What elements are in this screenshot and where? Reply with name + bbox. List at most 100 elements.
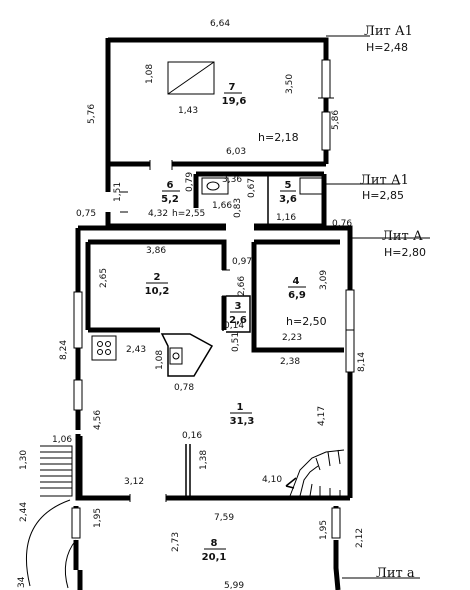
window <box>73 291 83 349</box>
wc-fixture <box>201 177 229 195</box>
svg-text:0,67: 0,67 <box>247 178 257 198</box>
svg-text:3,86: 3,86 <box>146 246 166 256</box>
svg-text:0,76: 0,76 <box>332 219 352 229</box>
svg-text:3: 3 <box>235 301 242 312</box>
room-3-label: 3 2,6 <box>229 301 247 326</box>
svg-text:8: 8 <box>211 538 218 549</box>
svg-text:0,83: 0,83 <box>233 198 243 218</box>
window <box>73 379 83 411</box>
room-4-label: 4 6,9 h=2,50 <box>286 276 327 328</box>
svg-text:6,03: 6,03 <box>226 147 246 157</box>
svg-text:2,23: 2,23 <box>282 333 302 343</box>
svg-text:2,43: 2,43 <box>126 345 146 355</box>
svg-text:6,64: 6,64 <box>210 19 230 29</box>
svg-text:4,10: 4,10 <box>262 475 282 485</box>
svg-text:0,16: 0,16 <box>182 431 202 441</box>
wc-bowl <box>206 181 220 191</box>
svg-text:3,36: 3,36 <box>222 175 242 185</box>
room-1-label: 1 31,3 <box>230 402 255 427</box>
svg-text:0,97: 0,97 <box>232 257 252 267</box>
svg-text:7,59: 7,59 <box>214 513 234 523</box>
svg-text:6: 6 <box>167 180 174 191</box>
ceiling-height-label: h=2,55 <box>172 209 205 219</box>
small-fixture <box>169 347 183 365</box>
svg-text:1,30: 1,30 <box>19 450 29 470</box>
lit-label: Лит А1 <box>360 173 409 188</box>
svg-text:0,14: 0,14 <box>224 321 244 331</box>
svg-text:0,79: 0,79 <box>185 172 195 192</box>
svg-text:1,08: 1,08 <box>145 64 155 84</box>
svg-text:h=2,50: h=2,50 <box>286 315 327 328</box>
svg-text:2,44: 2,44 <box>19 502 29 522</box>
veranda-arc <box>26 499 71 587</box>
veranda-arc-inner <box>64 539 77 589</box>
external-stairs <box>40 445 73 497</box>
window <box>71 507 81 539</box>
stairs <box>289 449 345 497</box>
svg-text:4: 4 <box>293 276 300 287</box>
svg-text:2,66: 2,66 <box>237 276 247 296</box>
svg-text:0,75: 0,75 <box>76 209 96 219</box>
room1-partition <box>185 444 191 498</box>
veranda-walls <box>73 506 341 590</box>
svg-text:h=2,18: h=2,18 <box>258 131 299 144</box>
lit-height: H=2,80 <box>384 246 426 259</box>
room-7-label: 7 19,6 h=2,18 <box>222 82 299 144</box>
svg-text:1,95: 1,95 <box>93 508 103 528</box>
svg-text:3,6: 3,6 <box>279 194 297 205</box>
svg-text:1,16: 1,16 <box>276 213 296 223</box>
svg-text:4,56: 4,56 <box>93 410 103 430</box>
stairs-arrow <box>285 477 297 489</box>
lit-height: H=2,85 <box>362 189 404 202</box>
annex-a1-walls <box>105 37 329 167</box>
room-5-label: 5 3,6 <box>279 180 297 205</box>
svg-text:2: 2 <box>154 272 161 283</box>
window <box>331 507 341 539</box>
svg-text:0,78: 0,78 <box>174 383 194 393</box>
svg-text:5: 5 <box>285 180 292 191</box>
room-2-label: 2 10,2 <box>145 272 170 297</box>
svg-text:10,2: 10,2 <box>145 286 170 297</box>
svg-text:1,43: 1,43 <box>178 106 198 116</box>
lit-label: Лит А <box>382 229 423 244</box>
interior-walls <box>85 239 344 353</box>
lit-label: Лит А1 <box>364 24 413 39</box>
svg-text:0,51: 0,51 <box>231 332 241 352</box>
svg-text:31,3: 31,3 <box>230 416 255 427</box>
svg-text:3,09: 3,09 <box>319 270 329 290</box>
svg-text:19,6: 19,6 <box>222 96 247 107</box>
svg-text:2,6: 2,6 <box>229 315 247 326</box>
hatch-diagonal <box>167 61 215 95</box>
svg-text:8,14: 8,14 <box>357 352 367 372</box>
svg-text:5,2: 5,2 <box>161 194 179 205</box>
svg-text:2,73: 2,73 <box>171 532 181 552</box>
svg-text:1,95: 1,95 <box>319 520 329 540</box>
svg-text:6,9: 6,9 <box>288 290 306 301</box>
svg-text:34: 34 <box>17 576 27 588</box>
svg-text:1,66: 1,66 <box>212 201 232 211</box>
room-6-label: 6 5,2 <box>161 180 180 205</box>
svg-text:3,12: 3,12 <box>124 477 144 487</box>
dimension-labels: 6,64 1,08 1,43 3,50 5,76 5,86 6,03 3,36 … <box>17 19 367 590</box>
svg-text:2,65: 2,65 <box>99 268 109 288</box>
svg-text:7: 7 <box>229 82 236 93</box>
lit-label: Лит а <box>376 566 415 581</box>
svg-text:5,99: 5,99 <box>224 581 244 590</box>
svg-text:4,17: 4,17 <box>317 406 327 426</box>
oven-shape <box>160 333 214 377</box>
svg-text:1: 1 <box>237 402 244 413</box>
svg-text:1,38: 1,38 <box>199 450 209 470</box>
svg-text:4,32: 4,32 <box>148 209 168 219</box>
svg-text:3,50: 3,50 <box>285 74 295 94</box>
window <box>299 177 323 195</box>
window <box>345 289 355 331</box>
svg-text:1,08: 1,08 <box>155 350 165 370</box>
svg-text:2,12: 2,12 <box>355 528 365 548</box>
main-house-outer-walls <box>75 225 353 501</box>
lit-height: H=2,48 <box>366 41 408 54</box>
svg-text:20,1: 20,1 <box>202 552 227 563</box>
window <box>321 59 331 99</box>
room3-outline <box>226 295 251 333</box>
window <box>345 329 355 373</box>
